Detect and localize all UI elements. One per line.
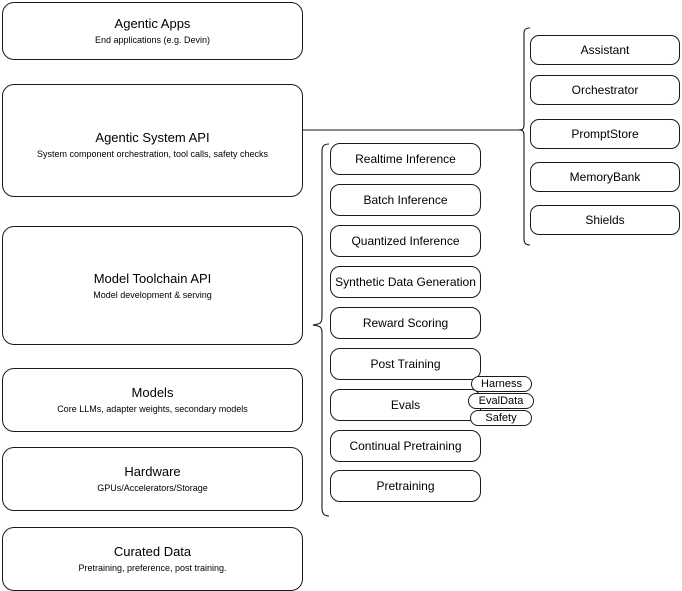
capability-label: Pretraining: [376, 478, 435, 493]
eval-pill-label: EvalData: [478, 394, 524, 407]
eval-pill-harness[interactable]: Harness: [471, 376, 532, 392]
layer-subtitle: Model development & serving: [93, 289, 212, 300]
layer-subtitle: End applications (e.g. Devin): [94, 35, 211, 45]
component-box-orchestrator[interactable]: Orchestrator: [530, 75, 680, 105]
brace-middle-column: [312, 143, 330, 517]
component-box-shields[interactable]: Shields: [530, 205, 680, 235]
capability-label: Continual Pretraining: [349, 438, 462, 453]
capability-box-realtime-inference[interactable]: Realtime Inference: [330, 143, 481, 175]
capability-box-quantized-inference[interactable]: Quantized Inference: [330, 225, 481, 257]
layer-box-curated-data[interactable]: Curated Data Pretraining, preference, po…: [2, 527, 303, 591]
capability-label: Synthetic Data Generation: [335, 274, 476, 289]
layer-subtitle: System component orchestration, tool cal…: [36, 149, 269, 159]
layer-title: Agentic Apps: [114, 16, 191, 31]
layer-subtitle: Core LLMs, adapter weights, secondary mo…: [57, 404, 248, 414]
capability-label: Realtime Inference: [355, 151, 456, 166]
component-box-assistant[interactable]: Assistant: [530, 35, 680, 65]
layer-box-model-toolchain-api[interactable]: Model Toolchain API Model development & …: [2, 226, 303, 345]
component-label: MemoryBank: [569, 169, 641, 184]
component-label: Assistant: [580, 42, 630, 57]
capability-label: Quantized Inference: [351, 233, 460, 248]
eval-pill-label: Harness: [481, 377, 522, 390]
layer-subtitle: GPUs/Accelerators/Storage: [97, 483, 208, 493]
layer-title: Curated Data: [113, 544, 192, 559]
capability-box-pretraining[interactable]: Pretraining: [330, 470, 481, 502]
brace-right-column: [517, 27, 531, 246]
component-label: Shields: [585, 212, 625, 227]
layer-box-models[interactable]: Models Core LLMs, adapter weights, secon…: [2, 368, 303, 432]
capability-box-post-training[interactable]: Post Training: [330, 348, 481, 380]
layer-box-agentic-apps[interactable]: Agentic Apps End applications (e.g. Devi…: [2, 2, 303, 60]
eval-pill-label: Safety: [485, 411, 517, 424]
layer-box-agentic-system-api[interactable]: Agentic System API System component orch…: [2, 84, 303, 197]
capability-label: Post Training: [370, 356, 441, 371]
component-box-promptstore[interactable]: PromptStore: [530, 119, 680, 149]
capability-box-batch-inference[interactable]: Batch Inference: [330, 184, 481, 216]
capability-label: Batch Inference: [363, 192, 448, 207]
layer-box-hardware[interactable]: Hardware GPUs/Accelerators/Storage: [2, 447, 303, 511]
capability-label: Reward Scoring: [362, 315, 449, 330]
capability-box-continual-pretraining[interactable]: Continual Pretraining: [330, 430, 481, 462]
layer-subtitle: Pretraining, preference, post training.: [78, 563, 227, 573]
connector-line-agentic-system-to-right-brace: [303, 129, 522, 131]
capability-box-evals[interactable]: Evals: [330, 389, 481, 421]
capability-box-reward-scoring[interactable]: Reward Scoring: [330, 307, 481, 339]
component-box-memorybank[interactable]: MemoryBank: [530, 162, 680, 192]
eval-pill-safety[interactable]: Safety: [470, 410, 532, 426]
layer-title: Model Toolchain API: [93, 270, 212, 286]
capability-label: Evals: [390, 397, 421, 412]
capability-box-synthetic-data-generation[interactable]: Synthetic Data Generation: [330, 266, 481, 298]
layer-title: Hardware: [124, 464, 181, 479]
eval-pill-evaldata[interactable]: EvalData: [468, 393, 534, 409]
layer-title: Agentic System API: [95, 130, 210, 145]
component-label: PromptStore: [571, 126, 639, 141]
component-label: Orchestrator: [571, 82, 639, 97]
layer-title: Models: [131, 385, 174, 400]
